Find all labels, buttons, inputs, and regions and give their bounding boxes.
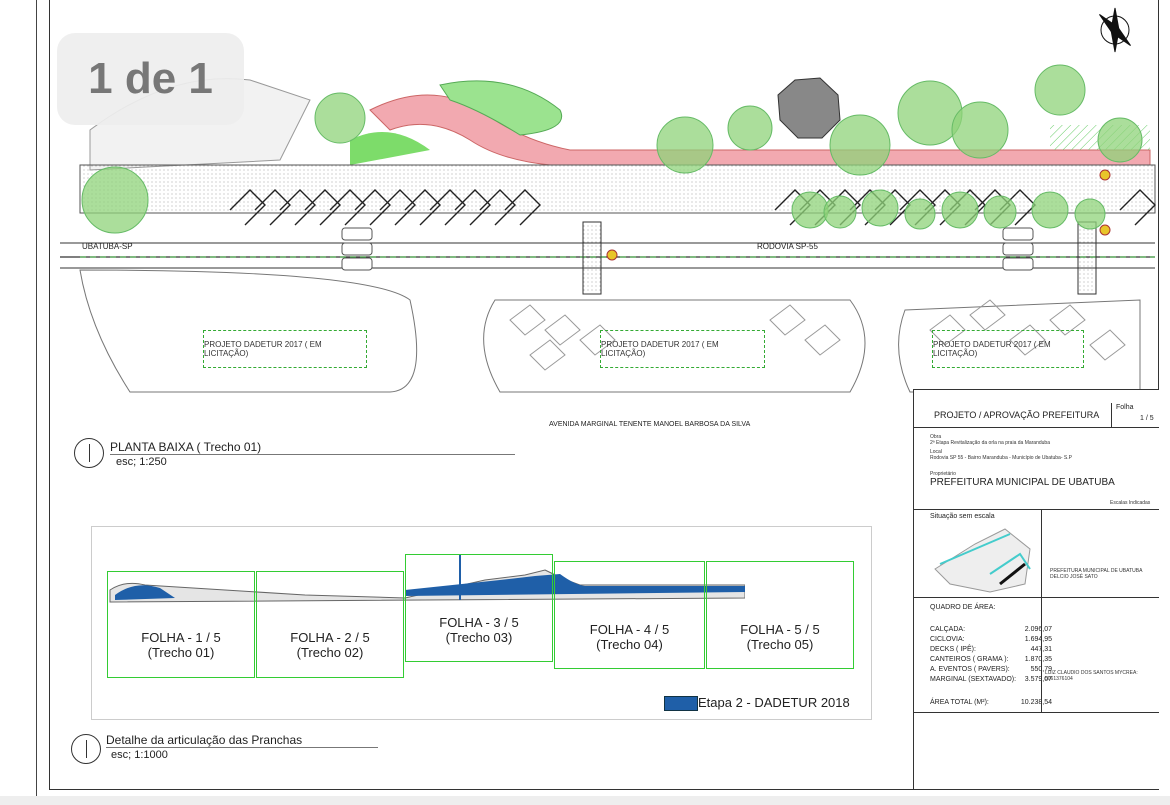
area-table: QUADRO DE ÁREA: CALÇADA: 2.096,07 CICLOVI… bbox=[914, 598, 1159, 714]
road-label: RODOVIA SP-55 bbox=[757, 242, 818, 251]
area-total-value: 10.238,54 bbox=[1020, 699, 1052, 706]
detail-title: Detalhe da articulação das Pranchas bbox=[106, 733, 378, 748]
sheet-name: FOLHA - 2 / 5 bbox=[290, 630, 370, 645]
sheet-name: FOLHA - 3 / 5 bbox=[439, 615, 519, 630]
sheet-section: (Trecho 02) bbox=[296, 645, 364, 660]
sheet-cell: Folha 1 / 5 bbox=[1111, 403, 1160, 427]
sheet-name: FOLHA - 1 / 5 bbox=[141, 630, 221, 645]
area-value: 1.694,95 bbox=[1024, 636, 1052, 643]
legend-label: Etapa 2 - DADETUR 2018 bbox=[698, 695, 850, 710]
owner-label: Proprietário bbox=[930, 471, 956, 477]
owner-sign: PREFEITURA MUNICIPAL DE UBATUBA bbox=[1050, 568, 1143, 574]
area-label: DECKS ( IPÊ): bbox=[930, 646, 976, 653]
area-label: CICLOVIA: bbox=[930, 636, 965, 643]
articulation-strip bbox=[109, 555, 745, 603]
area-total-label: ÁREA TOTAL (M²): bbox=[930, 699, 989, 706]
page-indicator: 1 de 1 bbox=[57, 33, 244, 125]
area-row: CALÇADA: 2.096,07 bbox=[930, 626, 1052, 633]
area-value: 2.096,07 bbox=[1024, 626, 1052, 633]
project-box-2: PROJETO DADETUR 2017 ( EM LICITAÇÃO) bbox=[600, 330, 765, 368]
sheet-box-4: FOLHA - 4 / 5(Trecho 04) bbox=[554, 561, 705, 669]
margin-rule bbox=[36, 0, 37, 805]
area-label: MARGINAL (SEXTAVADO): bbox=[930, 676, 1017, 683]
avenue-label: AVENIDA MARGINAL TENENTE MANOEL BARBOSA … bbox=[549, 421, 751, 428]
situation-row: Situação sem escala PREFEITURA MUNICIPAL… bbox=[914, 510, 1159, 598]
area-label: CANTEIROS ( GRAMA ): bbox=[930, 656, 1009, 663]
sheet-box-1: FOLHA - 1 / 5(Trecho 01) bbox=[107, 571, 255, 678]
plan-title: PLANTA BAIXA ( Trecho 01) bbox=[110, 440, 515, 455]
location-label: Local bbox=[930, 449, 942, 455]
bottom-strip bbox=[0, 796, 1170, 805]
divider bbox=[914, 712, 1159, 713]
scales-label: Escalas Indicadas bbox=[1110, 500, 1151, 506]
sheet-box-3: FOLHA - 3 / 5(Trecho 03) bbox=[405, 554, 553, 662]
sheet-section: (Trecho 03) bbox=[445, 630, 513, 645]
view-symbol bbox=[74, 438, 104, 468]
area-value: 1.870,35 bbox=[1024, 656, 1052, 663]
sheet-label: Folha bbox=[1116, 404, 1134, 411]
legend-swatch bbox=[664, 696, 698, 711]
detail-scale: esc; 1:1000 bbox=[111, 749, 168, 761]
site-plan-drawing bbox=[60, 7, 1156, 393]
area-row: MARGINAL (SEXTAVADO): 3.579,07 bbox=[930, 676, 1052, 683]
sheet-name: FOLHA - 5 / 5 bbox=[740, 622, 820, 637]
area-label: A. EVENTOS ( PAVERS): bbox=[930, 666, 1010, 673]
sheet-box-2: FOLHA - 2 / 5(Trecho 02) bbox=[256, 571, 404, 678]
project-box-label: PROJETO DADETUR 2017 ( EM LICITAÇÃO) bbox=[204, 340, 322, 358]
work-value: 2ª Etapa Revitalização da orla na praia … bbox=[930, 440, 1050, 446]
title-header-row: PROJETO / APROVAÇÃO PREFEITURA Folha 1 /… bbox=[914, 403, 1160, 428]
sheet-box-5: FOLHA - 5 / 5(Trecho 05) bbox=[706, 561, 854, 669]
project-box-label: PROJETO DADETUR 2017 ( EM LICITAÇÃO) bbox=[933, 340, 1051, 358]
sheet-name: FOLHA - 4 / 5 bbox=[589, 622, 670, 637]
area-label: CALÇADA: bbox=[930, 626, 966, 633]
area-value: 3.579,07 bbox=[1024, 676, 1052, 683]
owner-value: PREFEITURA MUNICIPAL DE UBATUBA bbox=[930, 477, 1115, 488]
title-header: PROJETO / APROVAÇÃO PREFEITURA bbox=[934, 410, 1100, 420]
project-box-3: PROJETO DADETUR 2017 ( EM LICITAÇÃO) bbox=[932, 330, 1084, 368]
work-info-row: Obra 2ª Etapa Revitalização da orla na p… bbox=[914, 428, 1159, 510]
sheet-section: (Trecho 04) bbox=[596, 637, 663, 652]
area-row: CANTEIROS ( GRAMA ): 1.870,35 bbox=[930, 656, 1052, 663]
area-row: A. EVENTOS ( PAVERS):550,79 bbox=[930, 666, 1052, 673]
sheet-section: (Trecho 05) bbox=[746, 637, 814, 652]
plan-scale: esc; 1:250 bbox=[116, 456, 167, 468]
situation-label: Situação sem escala bbox=[930, 513, 995, 520]
project-box-1: PROJETO DADETUR 2017 ( EM LICITAÇÃO) bbox=[203, 330, 367, 368]
sheet-value: 1 / 5 bbox=[1140, 415, 1154, 422]
author-label: LUIZ CLAUDIO DOS SANTOS MYCREA: 50613761… bbox=[1045, 670, 1138, 682]
title-block: PROJETO / APROVAÇÃO PREFEITURA Folha 1 /… bbox=[913, 389, 1159, 789]
sheet-section: (Trecho 01) bbox=[147, 645, 215, 660]
location-value: Rodovia SP 55 - Bairro Maranduba - Munic… bbox=[930, 455, 1072, 461]
articulation-detail bbox=[91, 526, 872, 720]
project-box-label: PROJETO DADETUR 2017 ( EM LICITAÇÃO) bbox=[601, 340, 719, 358]
area-total-row: ÁREA TOTAL (M²): 10.238,54 bbox=[930, 699, 1052, 706]
divider bbox=[1041, 598, 1042, 712]
area-title: QUADRO DE ÁREA: bbox=[930, 604, 996, 611]
city-label: UBATUBA-SP bbox=[82, 242, 133, 251]
view-symbol bbox=[71, 734, 101, 764]
area-row: CICLOVIA: 1.694,95 bbox=[930, 636, 1052, 643]
area-row: DECKS ( IPÊ):447,31 bbox=[930, 646, 1052, 653]
divider bbox=[1041, 510, 1042, 598]
situation-map bbox=[934, 528, 1031, 593]
owner-sign-2: DELCIO JOSÉ SATO bbox=[1050, 574, 1098, 580]
work-label: Obra bbox=[930, 434, 942, 440]
